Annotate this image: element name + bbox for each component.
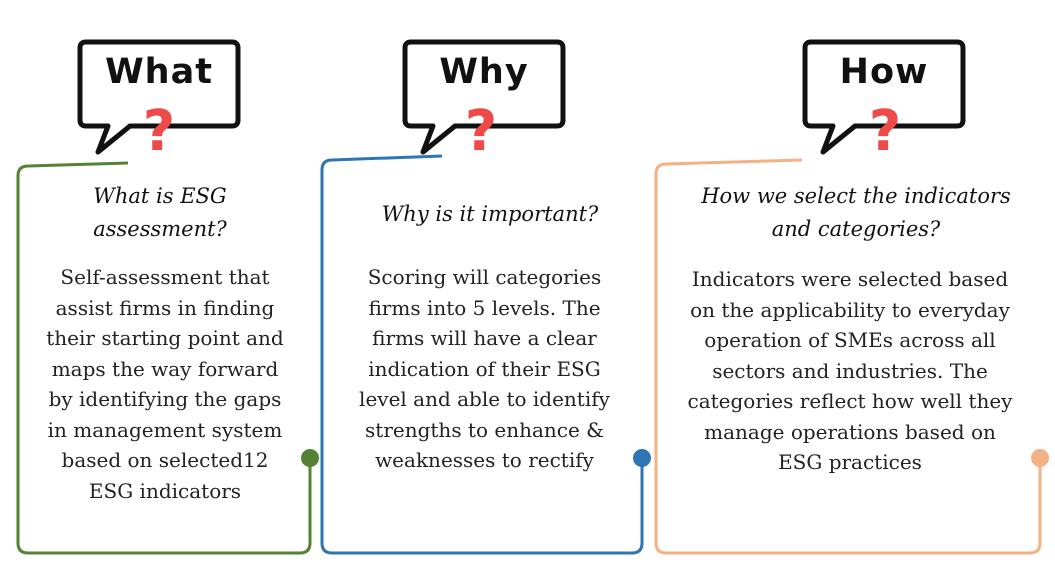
what-body: Self-assessment that assist firms in fin… (46, 265, 284, 503)
why-heading: Why is it important? (381, 202, 599, 226)
why-bubble-word: Why (439, 52, 529, 92)
speech-bubble-question-icon: ? (802, 39, 966, 162)
why-connector-dot (633, 449, 651, 467)
why-frame (320, 154, 651, 555)
what-panel: ? What What is ESG assessment? Self-asse… (0, 0, 330, 577)
how-bubble-word: How (839, 52, 929, 92)
what-bubble-word: What (105, 52, 213, 92)
how-body: Indicators were selected based on the ap… (687, 267, 1013, 474)
why-panel: ? Why Why is it important? Scoring will … (320, 39, 651, 555)
how-heading: How we select the indicators and categor… (701, 184, 1011, 241)
svg-text:?: ? (465, 99, 497, 162)
why-body: Scoring will categories firms into 5 lev… (359, 265, 610, 472)
how-connector-dot (1031, 449, 1049, 467)
what-heading: What is ESG assessment? (93, 184, 227, 241)
svg-text:?: ? (869, 99, 901, 162)
what-frame (16, 161, 319, 555)
what-connector-dot (301, 449, 319, 467)
speech-bubble-question-icon: ? (77, 39, 241, 162)
svg-text:?: ? (143, 99, 175, 162)
speech-bubble-question-icon: ? (402, 39, 566, 162)
